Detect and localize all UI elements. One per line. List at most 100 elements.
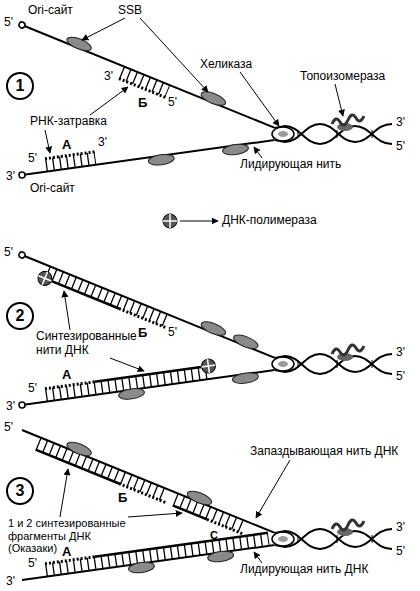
- end-label: 3': [396, 116, 405, 130]
- ori-site: [18, 21, 26, 29]
- strand-label: Синтезированные нити ДНК: [36, 330, 136, 358]
- ssb-protein: [199, 319, 227, 338]
- enzyme-label: Хеликаза: [200, 58, 252, 72]
- base-pairs: [46, 158, 96, 165]
- replication-fork: [272, 115, 392, 144]
- end-label: 5': [28, 152, 37, 166]
- panel-one: [14, 16, 392, 185]
- step-number: 1: [16, 77, 25, 95]
- leader-line: [64, 291, 70, 330]
- end-label: 5': [168, 326, 177, 340]
- end-label: 5': [396, 545, 405, 559]
- rna-primer: [45, 152, 95, 159]
- primer-label: РНК-затравка: [30, 115, 107, 129]
- leader-line: [128, 513, 182, 517]
- dna-strand: [22, 140, 275, 175]
- leader-line: [60, 469, 68, 517]
- ori-site: [18, 251, 26, 259]
- ssb-protein: [222, 143, 249, 156]
- step-circle: 2: [6, 302, 34, 330]
- primer-letter: С: [210, 529, 218, 542]
- primer-letter: Б: [138, 326, 147, 341]
- panel-two: [12, 246, 392, 415]
- ssb-protein: [128, 561, 155, 574]
- end-label: 5': [4, 421, 13, 435]
- ssb-protein: [65, 439, 93, 458]
- base-pairs: [46, 539, 269, 570]
- okazaki-fragment: [173, 505, 207, 519]
- site-label: Ori-сайт: [28, 4, 73, 18]
- ssb-protein: [199, 89, 227, 108]
- new-dna-strand: [95, 366, 209, 382]
- leader-line: [45, 130, 50, 153]
- lower-template: [16, 350, 276, 414]
- strand-label: Лидирующая нить: [240, 158, 341, 172]
- polymerase-symbol: [201, 358, 217, 374]
- ssb-protein: [186, 488, 214, 507]
- replication-fork: [272, 345, 392, 374]
- primer-letter: А: [62, 545, 71, 560]
- dna-strand: [22, 255, 275, 358]
- dna-strand: [22, 25, 275, 128]
- site-label: Ori-сайт: [30, 182, 75, 196]
- leader-line: [90, 87, 128, 115]
- step-circle: 1: [6, 72, 34, 100]
- ssb-protein: [232, 371, 259, 384]
- new-dna-strand: [95, 533, 268, 557]
- primer-letter: А: [62, 368, 71, 383]
- end-label: 5': [28, 557, 37, 571]
- end-label: 3': [6, 575, 15, 589]
- end-label: 3': [98, 136, 107, 150]
- rna-primer: [119, 309, 165, 328]
- leader-line: [335, 84, 343, 116]
- step-number: 3: [16, 482, 25, 500]
- leader-line: [256, 460, 290, 518]
- protein-label: SSB: [118, 4, 142, 18]
- ssb-protein: [65, 34, 93, 53]
- end-label: 3': [396, 346, 405, 360]
- end-label: 5': [168, 96, 177, 110]
- ssb-protein: [232, 332, 260, 351]
- end-label: 3': [6, 400, 15, 414]
- polymerase-symbol: [36, 269, 54, 287]
- strand-label: Лидирующая нить ДНК: [240, 563, 368, 577]
- lower-template: [17, 127, 276, 184]
- leader-line: [140, 18, 208, 92]
- base-pairs: [38, 444, 168, 497]
- ori-site: [19, 402, 26, 409]
- upper-template: [14, 16, 278, 140]
- step-circle: 3: [6, 477, 34, 505]
- primer-letter: Б: [138, 96, 147, 111]
- leader-line: [254, 147, 262, 158]
- step-number: 2: [16, 307, 25, 325]
- okazaki-fragment: [36, 450, 119, 484]
- end-label: 3': [6, 170, 15, 184]
- end-label: 5': [4, 16, 13, 30]
- ori-site: [19, 172, 26, 179]
- enzyme-label: Топоизомераза: [300, 70, 385, 84]
- primer-letter: Б: [118, 491, 127, 506]
- end-label: 3': [104, 70, 113, 84]
- leader-line: [180, 221, 218, 222]
- ssb-protein: [118, 387, 145, 400]
- end-label: 5': [396, 140, 405, 154]
- leader-line: [82, 18, 125, 40]
- upper-template: [12, 246, 279, 377]
- end-label: 5': [4, 246, 13, 260]
- strand-label: Запаздывающая нить ДНК: [250, 445, 398, 459]
- end-label: 5': [28, 382, 37, 396]
- end-label: 3': [396, 521, 405, 535]
- leader-line: [240, 72, 279, 126]
- fragment-label: 1 и 2 синтезированные фрагменты ДНК (Ока…: [8, 517, 140, 555]
- end-label: 5': [396, 370, 405, 384]
- legend-text: ДНК-полимераза: [222, 214, 317, 228]
- new-dna-strand: [45, 278, 119, 308]
- primer-letter: А: [62, 138, 71, 153]
- ssb-protein: [207, 550, 234, 563]
- leader-line: [254, 552, 262, 563]
- replication-fork: [272, 520, 392, 549]
- ssb-protein: [148, 153, 175, 166]
- polymerase-symbol: [163, 214, 177, 228]
